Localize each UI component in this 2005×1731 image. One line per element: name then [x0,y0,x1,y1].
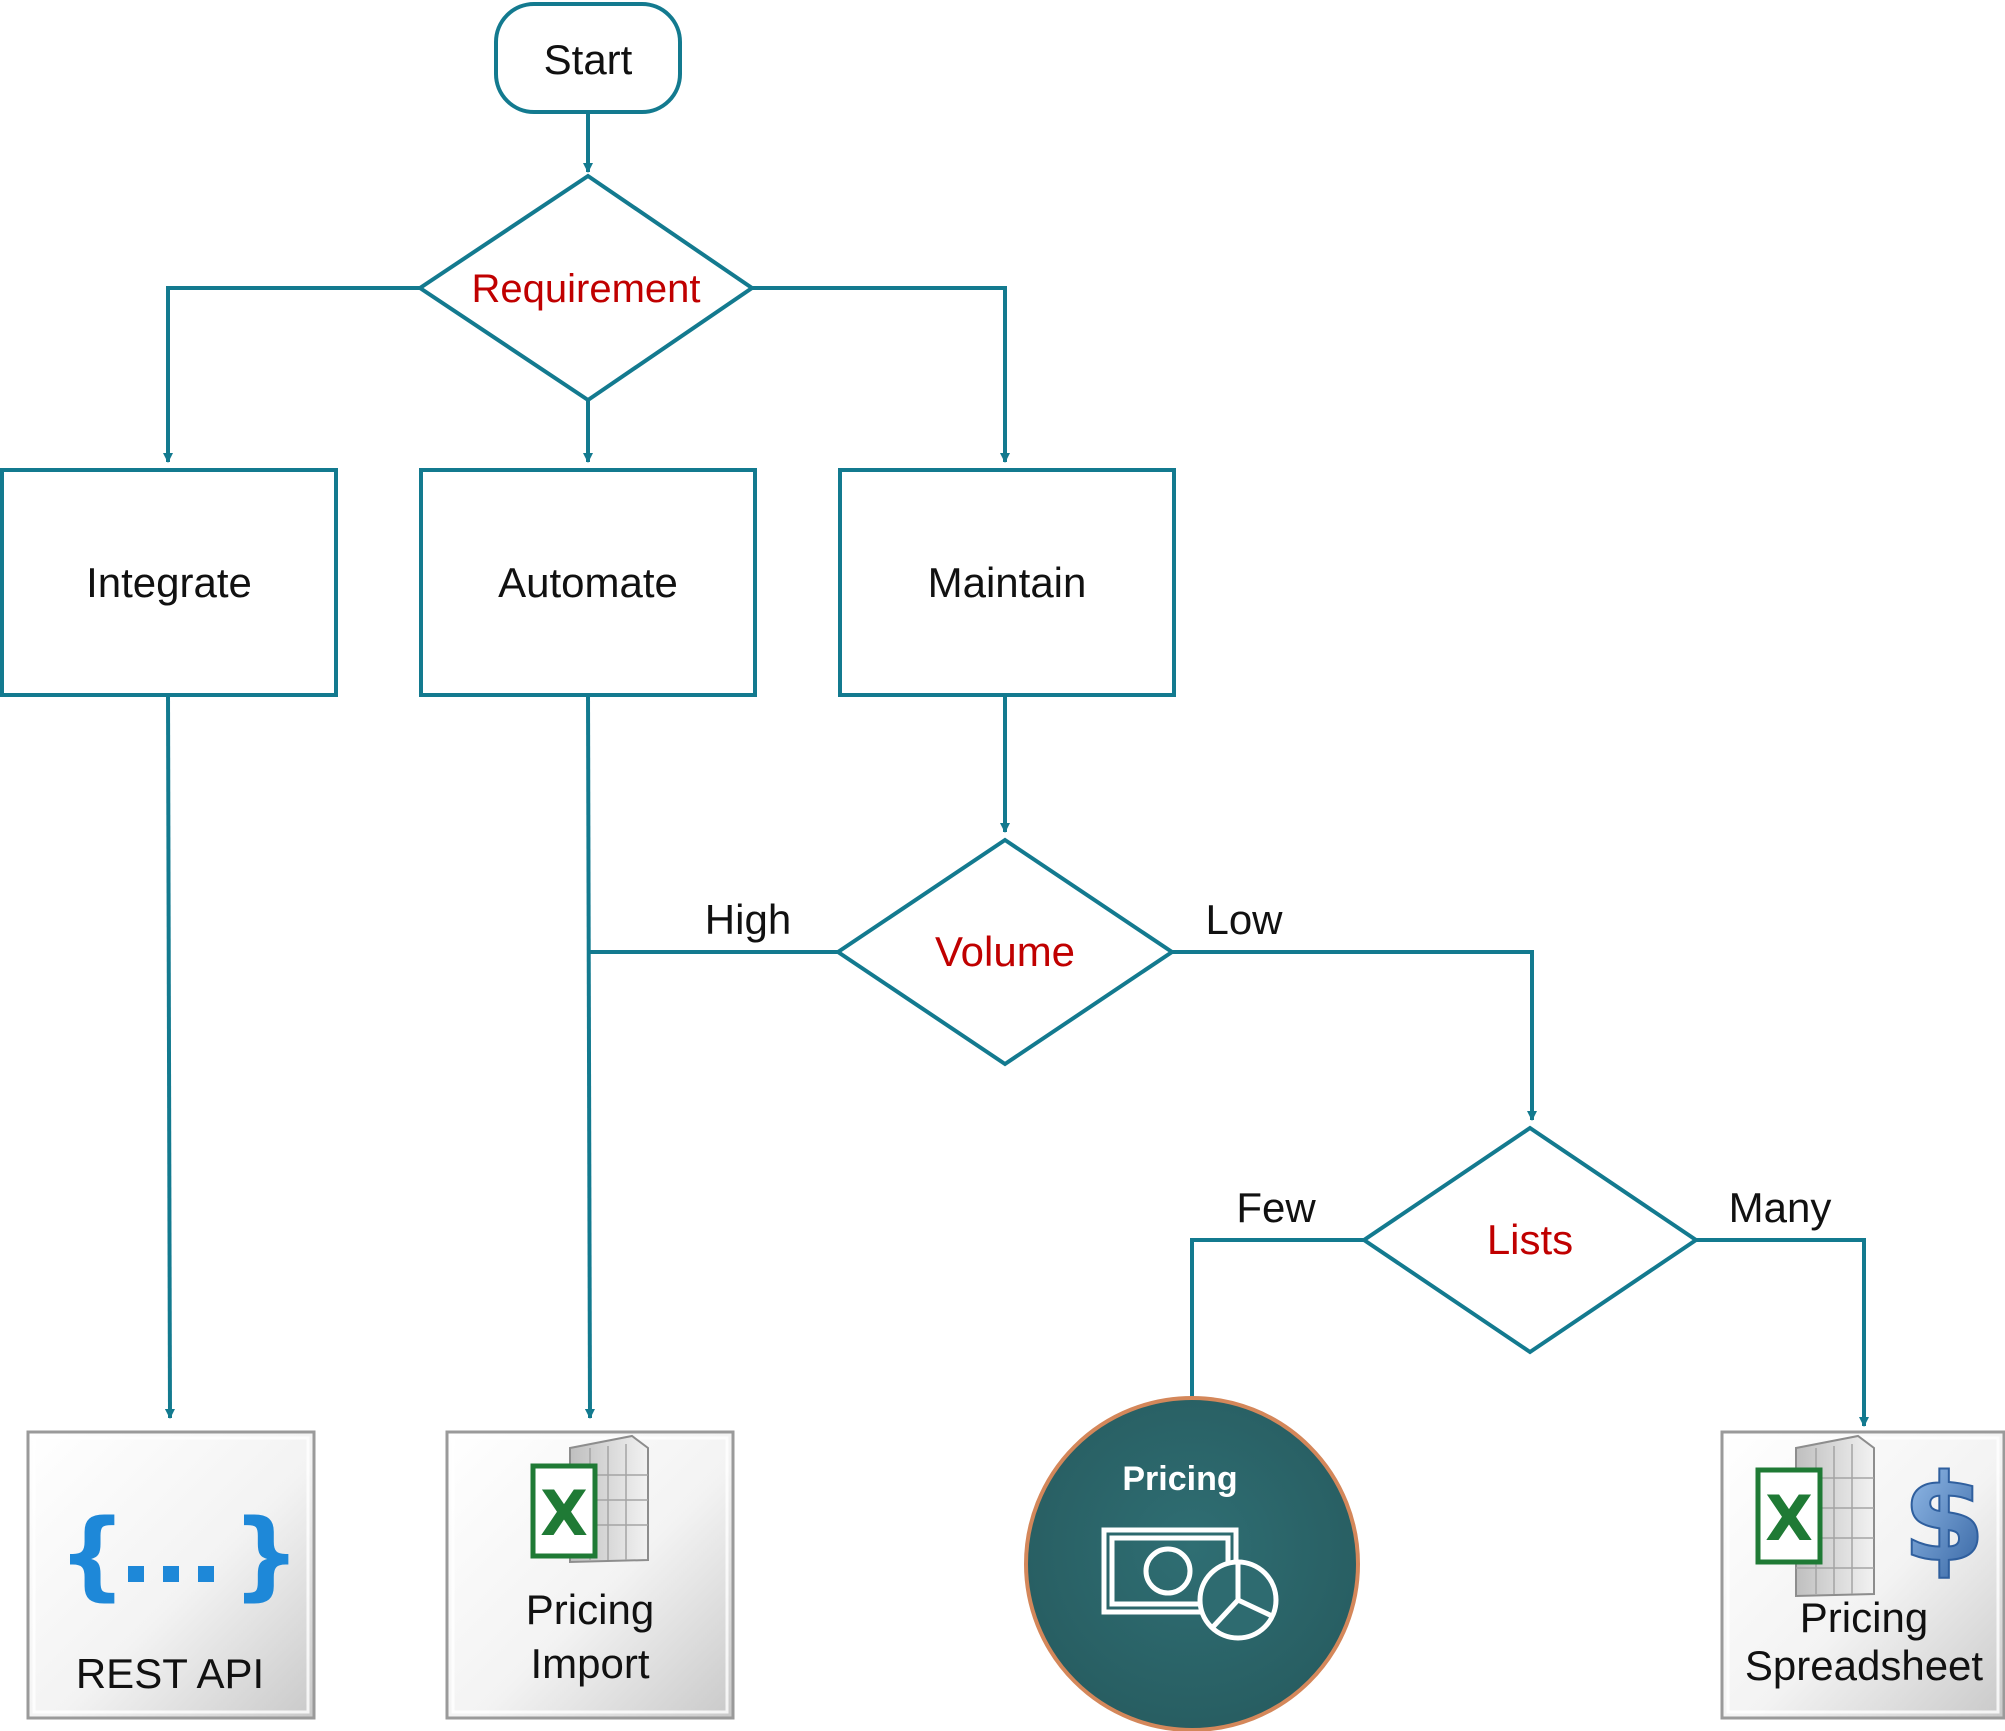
pricing-import-line1: Pricing [526,1586,654,1633]
decision-requirement: Requirement [416,173,756,403]
decision-requirement-label: Requirement [471,267,700,311]
process-maintain: Maintain [838,468,1176,697]
process-automate-label: Automate [498,559,678,606]
outcome-pricing-import: X Pricing Import [445,1430,735,1720]
edge-requirement-maintain [752,286,1010,463]
excel-sheet-icon: X [530,1434,649,1564]
edge-label-low: Low [1205,896,1283,943]
edge-lists-few [1187,1238,1364,1407]
edge-volume-low [1172,950,1537,1121]
dollar-icon: $ [1901,1449,1987,1590]
svg-text:X: X [540,1477,588,1550]
edge-requirement-integrate [163,286,420,463]
rest-api-label: REST API [76,1650,264,1697]
decision-volume-label: Volume [935,928,1075,975]
decision-volume: Volume [834,837,1176,1067]
start-label: Start [544,36,633,83]
pricing-import-line2: Import [530,1640,649,1687]
svg-text:$: $ [1902,1450,1986,1589]
svg-text:}: } [232,1499,300,1611]
outcome-pricing-circle: Pricing [1024,1396,1360,1731]
process-automate: Automate [419,468,757,697]
edge-label-few: Few [1236,1184,1316,1231]
edge-label-high: High [705,896,791,943]
process-integrate: Integrate [0,468,338,697]
excel-sheet-icon: X [1755,1434,1875,1598]
connectors [163,112,1869,1427]
braces-ellipsis-icon: { } [58,1499,300,1611]
edge-lists-many [1696,1238,1869,1427]
outcome-pricing-spreadsheet: X $ Pricing Spreadsheet [1720,1430,2005,1720]
edge-label-many: Many [1729,1184,1832,1231]
process-integrate-label: Integrate [86,559,252,606]
start-node: Start [494,2,682,114]
svg-text:X: X [1765,1482,1813,1555]
pricing-spreadsheet-line1: Pricing [1800,1594,1928,1641]
money-chart-icon [1101,1527,1279,1641]
svg-text:{: { [58,1499,126,1611]
pricing-circle-title: Pricing [1122,1460,1237,1498]
outcome-rest-api: { } REST API [26,1430,316,1720]
edge-automate-pricingimport [584,694,595,1419]
decision-lists-label: Lists [1487,1216,1573,1263]
process-maintain-label: Maintain [928,559,1087,606]
edge-integrate-restapi [164,694,175,1419]
pricing-spreadsheet-line2: Spreadsheet [1745,1642,1984,1689]
decision-lists: Lists [1360,1125,1700,1355]
